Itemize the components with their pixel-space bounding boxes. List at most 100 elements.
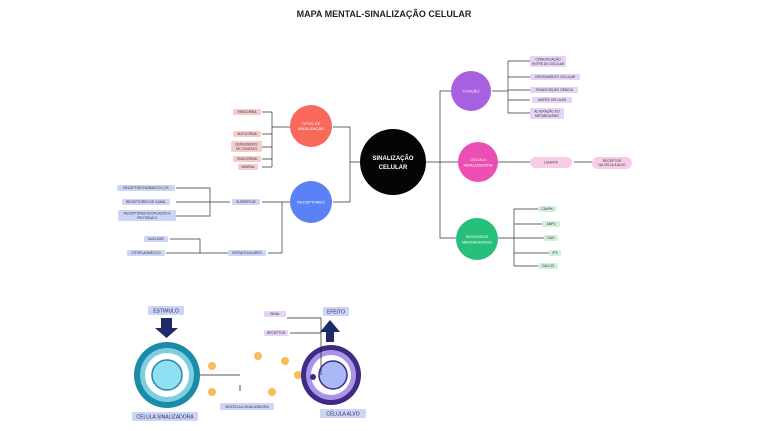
receptores-items: SUPERFICIE INTRACELULARES RECEPTOR ENZIM… [117, 185, 266, 256]
receptor-pointer-lines [287, 317, 322, 375]
tag-camps-text: CAMPs [541, 207, 553, 211]
tag-morte-celular[interactable] [532, 97, 572, 103]
tag-superficie-text: SUPERFICIE [236, 200, 257, 204]
tag-nuclear-text: NUCLEAR [148, 237, 164, 241]
tag-receptor-alvo[interactable] [592, 157, 632, 169]
connector-lines [166, 60, 592, 267]
tag-crescimento[interactable] [530, 74, 580, 80]
celula-label-line1: CELULA [470, 157, 486, 162]
tag-neural[interactable] [238, 164, 258, 170]
link-mensageiros-items [498, 208, 549, 267]
tipos-items: PARACRINA AUTOCRINA DEPENDENTE DE CONTAT… [231, 109, 262, 170]
tag-receptores-proteina-g[interactable] [118, 210, 176, 221]
tag-comunicacao-line2: ENTRE AS CELULAS [532, 62, 565, 66]
label-celula-sinalizadora [132, 412, 198, 421]
tag-ampc-text: AMPc [547, 222, 556, 226]
molecules [208, 352, 302, 396]
molecule-icon [281, 357, 289, 365]
label-molecula-text: MOLÉCULA SINALIZADORA [225, 404, 269, 409]
link-intra-items [166, 238, 230, 254]
node-receptores[interactable]: RECEPTORES [290, 181, 332, 223]
tag-morte-celular-text: MORTE CELULAR [538, 98, 567, 102]
tag-citoplasmatico-text: CITOPLASMÁTICO [131, 251, 161, 255]
celula-circle [458, 142, 498, 182]
link-center-receptores [333, 162, 351, 203]
arrow-up-icon [320, 320, 340, 342]
tag-dependente-text: DEPENDENTE [235, 143, 258, 147]
tag-ip3-text: IP3 [553, 251, 558, 255]
mensageiros-circle [456, 218, 498, 260]
label-receptor [264, 330, 288, 336]
tag-intracelulares[interactable] [228, 250, 266, 256]
tag-proteina-g-line1: RECEPTORES ACOPLADOS À [123, 212, 171, 216]
mensageiros-label-line1: SEGUNDOS [466, 234, 489, 239]
node-tipos[interactable]: TIPOS DE SINALIZAÇÃO [290, 105, 332, 147]
tag-dag[interactable] [544, 235, 558, 241]
label-efeito [323, 307, 349, 316]
tag-receptor-enzimatico-text: RECEPTOR ENZIMATICO (TK [123, 186, 169, 190]
label-estimulo [148, 306, 184, 315]
tag-ip3[interactable] [549, 250, 561, 256]
tag-transcricao[interactable] [530, 87, 578, 93]
tag-citoplasmatico[interactable] [127, 250, 165, 256]
tipos-label-line2: SINALIZAÇÃO [298, 126, 324, 131]
celula-items: LIGANTE RECEPTOR NA CELULA ALVO [530, 157, 632, 169]
tag-proteina-g-line2: PROTEÍNA G [137, 216, 158, 220]
tag-comunicacao[interactable] [530, 56, 566, 67]
celula-label-line2: SINALIZADORA [463, 163, 493, 168]
tag-camps[interactable] [538, 206, 556, 212]
link-center-tipos [333, 126, 361, 163]
signaling-cell-nucleus [151, 359, 183, 391]
tag-comunicacao-line1: COMUNICAÇÃO [535, 57, 561, 62]
tag-intracelulares-text: INTRACELULARES [232, 251, 262, 255]
funcao-label: FUNÇÃO [463, 89, 480, 94]
label-molecula [220, 403, 274, 410]
tag-paracrina[interactable] [233, 109, 261, 115]
tag-paracrina-text: PARACRINA [238, 110, 258, 114]
tag-neural-text: NEURAL [241, 165, 255, 169]
tag-receptores-canal-text: RECEPTORES DE CANAL [126, 200, 166, 204]
molecule-icon [294, 371, 302, 379]
label-sinal-text: SINAL [270, 312, 280, 316]
tag-metabolismo[interactable] [530, 108, 564, 119]
tipos-circle [290, 105, 332, 147]
center-node[interactable]: SINALIZAÇÃO CELULAR [360, 129, 426, 195]
label-estimulo-text: ESTIMULO [153, 309, 179, 315]
center-label-line1: SINALIZAÇÃO [373, 155, 414, 162]
tag-ligante-text: LIGANTE [544, 161, 559, 165]
tag-calcio[interactable] [538, 263, 558, 269]
target-cell-nucleus [318, 360, 348, 390]
mensageiros-items: CAMPs AMPc DAG IP3 CALCIO [538, 206, 561, 269]
tag-endocrina[interactable] [233, 156, 261, 162]
bottom-illustration: ESTIMULO CÉLULA SINALIZADORA MOLÉCULA SI… [132, 306, 366, 421]
receptores-circle [290, 181, 332, 223]
tag-superficie[interactable] [232, 199, 260, 205]
funcao-circle [451, 71, 491, 111]
node-funcao[interactable]: FUNÇÃO [451, 71, 491, 111]
molecule-icon [208, 388, 216, 396]
link-funcao-items [492, 60, 530, 114]
link-receptores-sub [262, 201, 290, 254]
funcao-items: COMUNICAÇÃO ENTRE AS CELULAS CRESCIMENTO… [530, 56, 580, 119]
tag-calcio-text: CALCIO [542, 264, 555, 268]
node-mensageiros[interactable]: SEGUNDOS MENSAGEIROS [456, 218, 498, 260]
tag-dependente-contato[interactable] [231, 141, 262, 152]
tag-receptor-enzimatico[interactable] [117, 185, 175, 191]
tag-ligante[interactable] [530, 157, 572, 168]
arrow-down-icon [155, 318, 178, 338]
tag-autocrina[interactable] [233, 131, 261, 137]
tag-transcricao-text: TRANSCRIÇÃO GÊNICA [535, 87, 573, 92]
tag-dag-text: DAG [547, 236, 555, 240]
label-receptor-text: RECEPTOR [267, 331, 286, 335]
tag-ampc[interactable] [542, 221, 560, 227]
tag-metabolismo-line2: METABOLISMO [535, 114, 559, 118]
node-celula[interactable]: CELULA SINALIZADORA [458, 142, 498, 182]
link-center-funcao [426, 90, 452, 163]
tag-receptores-canal[interactable] [122, 199, 170, 205]
link-tipos-items [262, 111, 290, 168]
tag-endocrina-text: ENDOCRINA [237, 157, 258, 161]
page-title: MAPA MENTAL-SINALIZAÇÃO CELULAR [297, 9, 472, 19]
tag-nuclear[interactable] [144, 236, 168, 242]
